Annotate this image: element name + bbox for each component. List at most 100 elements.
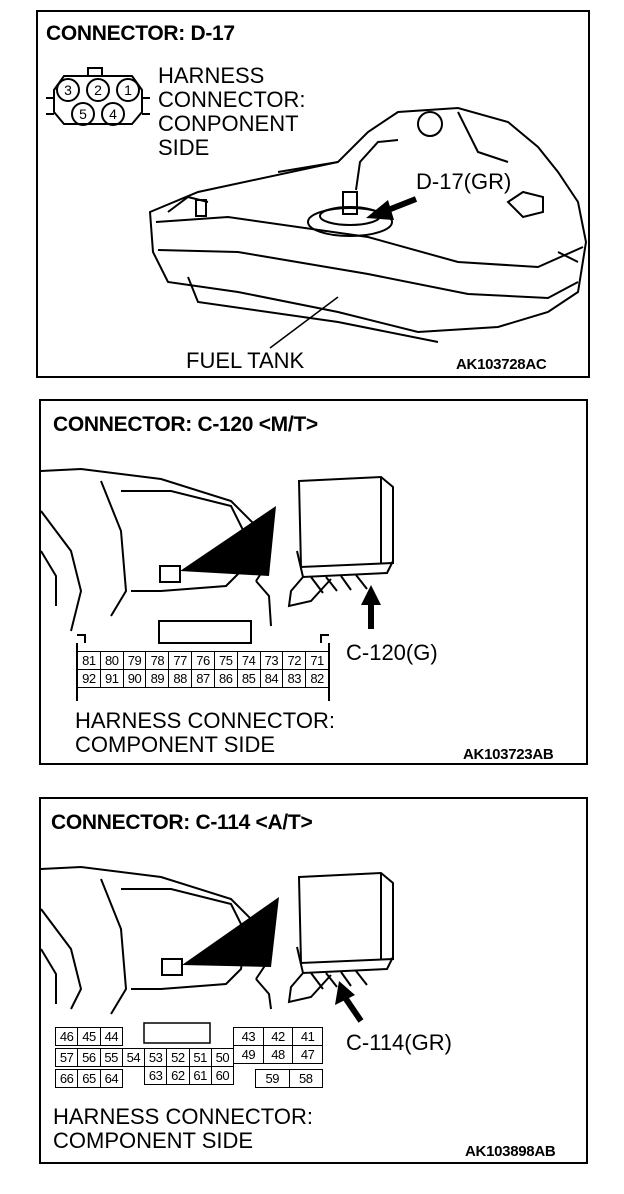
- ecu-module-drawing: [287, 871, 394, 1004]
- pin-row: 49 48 47: [233, 1045, 323, 1064]
- pin-cell: 82: [305, 669, 329, 688]
- c114-pin-grid-right: 43 42 41 49 48 47: [233, 1027, 323, 1064]
- pin-cell: 76: [191, 651, 215, 670]
- panel-connector-c120: CONNECTOR: C-120 <M/T>: [39, 399, 588, 765]
- pin-cell: 54: [121, 1048, 146, 1067]
- pin-cell: 51: [188, 1048, 212, 1067]
- pin-cell: 72: [282, 651, 307, 670]
- pin-cell: 84: [259, 669, 284, 688]
- reference-code: AK103728AC: [456, 356, 547, 373]
- pin-cell: 42: [262, 1027, 294, 1046]
- d17-pin: 3: [64, 82, 72, 98]
- reference-code: AK103898AB: [465, 1143, 556, 1160]
- d17-connector-face-icon: [46, 67, 150, 126]
- pin-cell: 63: [143, 1066, 168, 1085]
- d17-arrow-icon: [366, 196, 418, 220]
- c114-diagram: [40, 865, 394, 1044]
- pin-cell: 46: [54, 1027, 79, 1046]
- c114-location-marker: [161, 958, 183, 976]
- pin-cell: 81: [77, 651, 101, 670]
- pin-cell: 41: [292, 1027, 323, 1046]
- c114-zoom-wedge: [182, 897, 279, 967]
- fuel-tank-leader-line: [269, 296, 339, 349]
- panel-title: CONNECTOR: C-120 <M/T>: [53, 413, 318, 436]
- pin-cell: 79: [122, 651, 147, 670]
- harness-connector-label: HARNESS CONNECTOR: CONPONENT SIDE: [158, 63, 306, 160]
- pin-cell: 91: [99, 669, 124, 688]
- pin-cell: 77: [168, 651, 193, 670]
- ecu-module-drawing: [287, 475, 394, 608]
- pin-cell: 58: [288, 1069, 323, 1088]
- connector-callout-label: C-120(G): [346, 640, 438, 665]
- c114-pin-grid-left-bottom: 66 65 64: [54, 1069, 124, 1088]
- pin-cell: 50: [210, 1048, 235, 1067]
- harness-connector-label: HARNESS CONNECTOR: COMPONENT SIDE: [75, 708, 335, 757]
- pin-cell: 44: [99, 1027, 124, 1046]
- pin-cell: 53: [143, 1048, 168, 1067]
- pin-cell: 92: [77, 669, 101, 688]
- d17-pin: 1: [124, 82, 132, 98]
- pin-cell: 47: [292, 1045, 323, 1064]
- pin-cell: 75: [213, 651, 238, 670]
- pin-cell: 78: [145, 651, 170, 670]
- pin-cell: 60: [210, 1066, 235, 1085]
- pin-cell: 55: [99, 1048, 123, 1067]
- c120-location-marker: [159, 565, 181, 583]
- pin-row: 81 80 79 78 77 76 75 74 73 72 71: [77, 651, 329, 670]
- c120-pin-grid: 81 80 79 78 77 76 75 74 73 72 71 92 91 9…: [77, 651, 329, 688]
- pin-cell: 66: [54, 1069, 79, 1088]
- pin-cell: 62: [166, 1066, 190, 1085]
- panel-title: CONNECTOR: D-17: [46, 22, 235, 45]
- pin-cell: 52: [166, 1048, 190, 1067]
- c114-pin-grid-mid: 53 52 51 50 63 62 61 60: [143, 1048, 235, 1085]
- pin-cell: 85: [236, 669, 261, 688]
- d17-pin: 4: [109, 106, 117, 122]
- pin-cell: 73: [259, 651, 284, 670]
- panel-title: CONNECTOR: C-114 <A/T>: [51, 811, 313, 834]
- pin-cell: 80: [99, 651, 124, 670]
- c114-center-blank: [143, 1022, 211, 1044]
- pin-row: 43 42 41: [233, 1027, 323, 1046]
- pin-cell: 88: [168, 669, 193, 688]
- pin-row: 53 52 51 50: [143, 1048, 235, 1067]
- d17-pin: 5: [79, 106, 87, 122]
- pin-row: 92 91 90 89 88 87 86 85 84 83 82: [77, 669, 329, 688]
- pin-cell: 83: [282, 669, 307, 688]
- pin-cell: 71: [305, 651, 329, 670]
- pin-cell: 89: [145, 669, 170, 688]
- c114-arrow-icon: [335, 981, 364, 1023]
- pin-cell: 43: [233, 1027, 264, 1046]
- pin-row: 57 56 55 54: [54, 1048, 146, 1067]
- pin-cell: 87: [191, 669, 215, 688]
- pin-cell: 61: [188, 1066, 212, 1085]
- c120-zoom-wedge: [180, 506, 276, 576]
- c114-pin-grid-left-mid: 57 56 55 54: [54, 1048, 146, 1067]
- reference-code: AK103723AB: [463, 746, 554, 763]
- c114-pin-grid-right-bottom: 59 58: [255, 1069, 323, 1088]
- c114-pin-grid-left: 46 45 44: [54, 1027, 124, 1046]
- pin-cell: 86: [213, 669, 238, 688]
- pin-cell: 45: [77, 1027, 101, 1046]
- fuel-tank-drawing: [148, 106, 588, 343]
- pin-cell: 65: [77, 1069, 101, 1088]
- connector-callout-label: C-114(GR): [346, 1030, 452, 1055]
- panel-connector-c114: CONNECTOR: C-114 <A/T> 46 45: [39, 797, 588, 1164]
- connector-callout-label: D-17(GR): [416, 169, 512, 194]
- d17-diagram: [46, 67, 588, 349]
- pin-row: 66 65 64: [54, 1069, 124, 1088]
- pin-row: 46 45 44: [54, 1027, 124, 1046]
- part-label: FUEL TANK: [186, 348, 305, 373]
- c120-connector-housing: [76, 620, 330, 701]
- pin-cell: 90: [122, 669, 147, 688]
- c120-diagram: [40, 467, 394, 701]
- harness-connector-label: HARNESS CONNECTOR: COMPONENT SIDE: [53, 1104, 313, 1153]
- pin-row: 63 62 61 60: [143, 1066, 235, 1085]
- pin-cell: 48: [262, 1045, 294, 1064]
- pin-row: 59 58: [255, 1069, 323, 1088]
- pin-cell: 74: [236, 651, 261, 670]
- panel-connector-d17: CONNECTOR: D-17: [36, 10, 590, 378]
- d17-pin: 2: [94, 82, 102, 98]
- pin-cell: 57: [54, 1048, 79, 1067]
- pin-cell: 56: [77, 1048, 101, 1067]
- pin-cell: 59: [255, 1069, 290, 1088]
